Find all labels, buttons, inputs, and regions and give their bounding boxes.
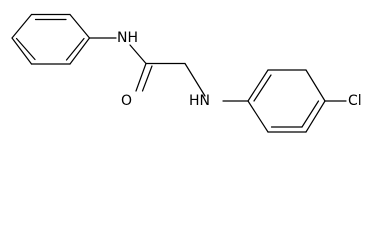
bond (11, 13, 33, 39)
double-bond (15, 37, 36, 61)
bond (69, 37, 91, 65)
double-bond (141, 65, 153, 92)
double-bond (301, 100, 320, 128)
double-bond (65, 37, 85, 61)
bond (184, 62, 206, 97)
phenyl-ring-left (11, 13, 91, 65)
amide-nh-label: NH (117, 30, 138, 46)
amide-linkage (88, 37, 206, 97)
bond (247, 69, 269, 102)
molecule-structure: NH O HN Cl (11, 13, 362, 133)
bond (135, 62, 147, 92)
chlorine-label: Cl (348, 93, 362, 109)
bond (247, 100, 269, 133)
chlorophenyl-ring (222, 69, 347, 133)
bond (305, 69, 326, 102)
bond (11, 37, 33, 65)
oxygen-label: O (121, 93, 132, 109)
bond (129, 44, 147, 65)
double-bond (253, 74, 272, 102)
bond (69, 13, 91, 39)
amine-hn-label: HN (189, 93, 210, 109)
molecule-canvas: NH O HN Cl (11, 13, 362, 133)
bond (305, 100, 326, 133)
